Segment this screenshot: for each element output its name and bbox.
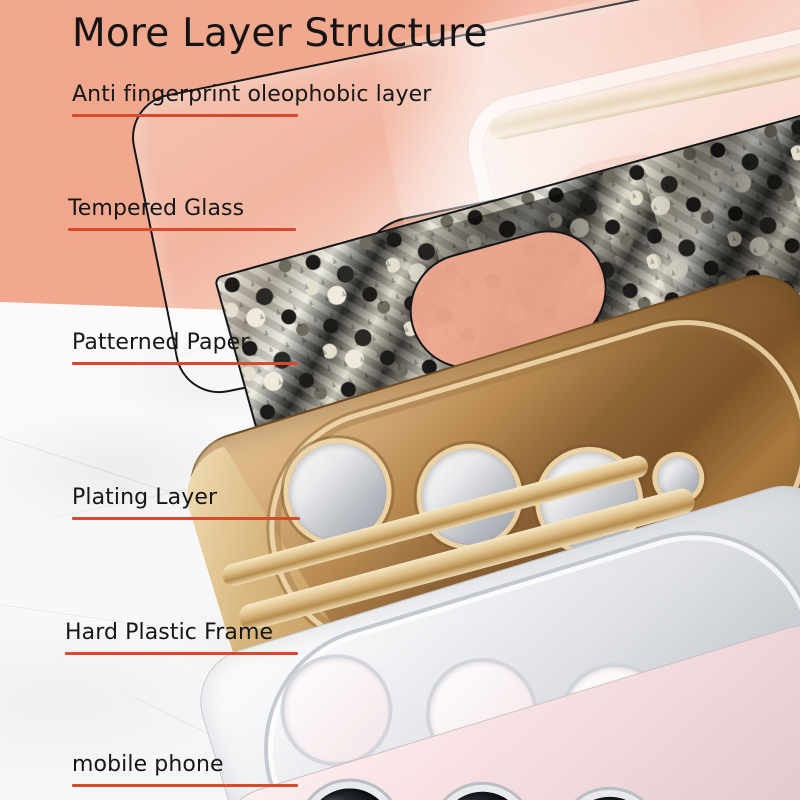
- label-plating-layer: Plating Layer: [72, 485, 300, 521]
- label-underline: [72, 114, 298, 118]
- label-underline: [65, 652, 298, 656]
- label-text: Hard Plastic Frame: [65, 620, 274, 645]
- label-text: Patterned Paper: [72, 330, 250, 355]
- label-underline: [72, 517, 300, 521]
- label-underline: [72, 362, 298, 366]
- label-hard-plastic-frame: Hard Plastic Frame: [65, 620, 298, 656]
- page-title: More Layer Structure: [72, 11, 488, 56]
- label-tempered-glass: Tempered Glass: [68, 196, 296, 232]
- label-anti-fingerprint-oleophobic-layer: Anti fingerprint oleophobic layer: [72, 82, 432, 118]
- label-underline: [68, 228, 296, 232]
- label-text: Tempered Glass: [68, 196, 245, 221]
- label-text: Plating Layer: [72, 485, 218, 510]
- label-mobile-phone: mobile phone: [72, 752, 298, 788]
- label-patterned-paper: Patterned Paper: [72, 330, 298, 366]
- label-text: mobile phone: [72, 752, 224, 777]
- label-underline: [72, 784, 298, 788]
- label-text: Anti fingerprint oleophobic layer: [72, 82, 432, 107]
